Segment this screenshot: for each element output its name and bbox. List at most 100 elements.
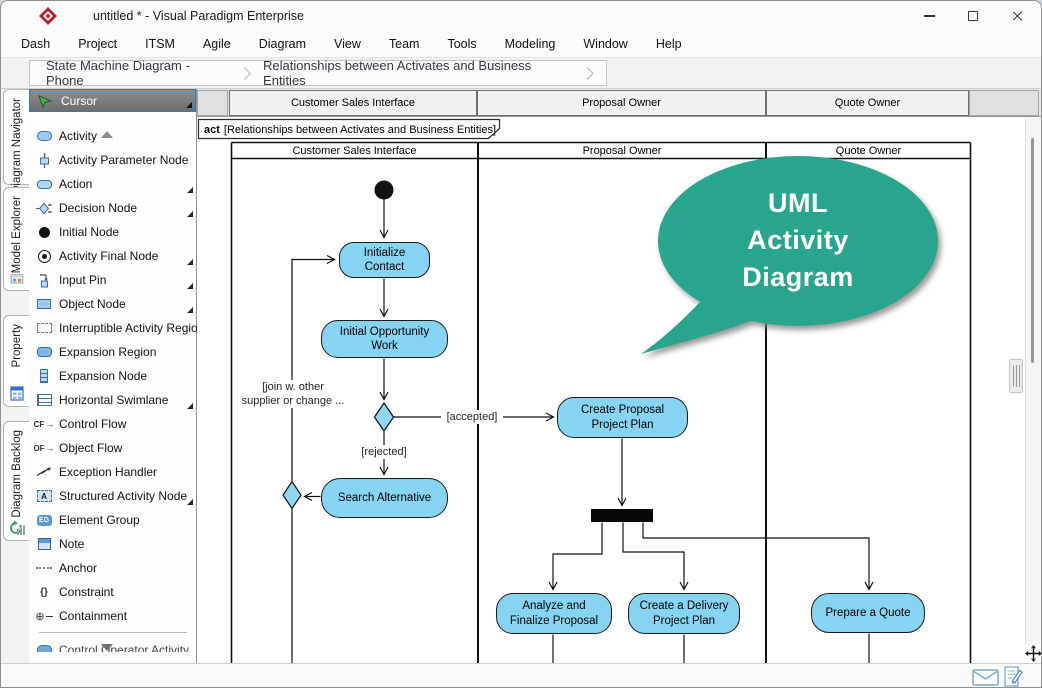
- frame-title: [Relationships between Activates and Bus…: [224, 124, 496, 136]
- menu-help[interactable]: Help: [642, 31, 696, 57]
- menu-modeling[interactable]: Modeling: [491, 31, 570, 57]
- menu-dash[interactable]: Dash: [7, 31, 64, 57]
- palette-item-anchor[interactable]: Anchor: [29, 556, 196, 580]
- input-pin-icon: [29, 273, 59, 288]
- menu-view[interactable]: View: [320, 31, 375, 57]
- palette-item-structured-activity-node[interactable]: A Structured Activity Node: [29, 484, 196, 508]
- activity-icon: [29, 131, 59, 141]
- horizontal-swimlane-icon: [29, 394, 59, 406]
- title-bar: untitled * - Visual Paradigm Enterprise: [1, 1, 1042, 31]
- mail-icon[interactable]: [972, 669, 999, 686]
- swimlane-header-proposal-owner[interactable]: Proposal Owner: [479, 144, 765, 157]
- maximize-icon: [968, 11, 978, 21]
- guard-label-rejected[interactable]: [rejected]: [355, 445, 413, 459]
- palette-item-decision-node[interactable]: Decision Node: [29, 196, 196, 220]
- palette-item-object-flow[interactable]: OF→ Object Flow: [29, 436, 196, 460]
- structured-activity-node-icon: A: [29, 490, 59, 502]
- activity-final-node-icon: [29, 250, 59, 263]
- action-prepare-a-quote[interactable]: Prepare a Quote: [811, 593, 925, 633]
- close-button[interactable]: [995, 1, 1039, 31]
- side-tab-strip: Diagram Navigator Model Explorer Propert…: [1, 89, 29, 663]
- palette-item-element-group[interactable]: EG Element Group: [29, 508, 196, 532]
- tab-diagram-backlog[interactable]: Diagram Backlog: [3, 421, 29, 541]
- palette-item-activity-final-node[interactable]: Activity Final Node: [29, 244, 196, 268]
- submenu-arrow-icon: [187, 259, 193, 265]
- callout-text[interactable]: UML Activity Diagram: [703, 185, 893, 296]
- submenu-arrow-icon: [187, 403, 193, 409]
- object-node-icon: [29, 299, 59, 309]
- palette-item-containment[interactable]: ⊕ Containment: [29, 604, 196, 628]
- submenu-arrow-icon: [187, 187, 193, 193]
- submenu-arrow-icon: [187, 499, 193, 505]
- swimlane-header-quote-owner[interactable]: Quote Owner: [767, 144, 970, 157]
- expansion-region-icon: [29, 347, 59, 357]
- chevron-right-icon: [581, 67, 594, 80]
- menu-itsm[interactable]: ITSM: [131, 31, 189, 57]
- containment-icon: ⊕: [29, 610, 59, 623]
- guard-label-join[interactable]: [join w. other supplier or change ...: [237, 380, 349, 408]
- tab-diagram-navigator[interactable]: Diagram Navigator: [3, 89, 29, 185]
- tab-property[interactable]: Property: [3, 315, 29, 407]
- expansion-node-icon: [29, 369, 59, 383]
- guard-label-accepted[interactable]: [accepted]: [441, 410, 503, 424]
- action-initialize-contact[interactable]: Initialize Contact: [339, 242, 430, 278]
- close-icon: [1011, 10, 1023, 22]
- model-explorer-icon: [9, 273, 25, 285]
- tab-model-explorer[interactable]: Model Explorer: [3, 187, 29, 291]
- palette-item-horizontal-swimlane[interactable]: Horizontal Swimlane: [29, 388, 196, 412]
- palette-item-interruptible-activity-region[interactable]: Interruptible Activity Region: [29, 316, 196, 340]
- menu-diagram[interactable]: Diagram: [245, 31, 320, 57]
- maximize-button[interactable]: [951, 1, 995, 31]
- fork-node[interactable]: [591, 509, 653, 522]
- palette-item-action[interactable]: Action: [29, 172, 196, 196]
- breadcrumb-item-current[interactable]: Relationships between Activates and Busi…: [263, 58, 569, 88]
- palette-item-control-flow[interactable]: CF→ Control Flow: [29, 412, 196, 436]
- initial-node-icon: [29, 227, 59, 238]
- action-analyze-and-finalize-proposal[interactable]: Analyze and Finalize Proposal: [496, 593, 612, 634]
- arrow-right-icon: →: [45, 419, 54, 429]
- diagram-backlog-icon: [8, 520, 25, 535]
- activity-parameter-node-icon: [29, 153, 59, 168]
- action-create-a-delivery-project-plan[interactable]: Create a Delivery Project Plan: [628, 593, 740, 634]
- activity-frame-label[interactable]: act [Relationships between Activates and…: [204, 122, 496, 137]
- toolbar-row: State Machine Diagram - Phone Relationsh…: [1, 57, 1042, 89]
- menu-team[interactable]: Team: [375, 31, 434, 57]
- ruler-lane-quote-owner[interactable]: Quote Owner: [766, 90, 969, 116]
- vertical-scrollbar-thumb[interactable]: [1031, 138, 1034, 363]
- visual-paradigm-logo-icon: [39, 7, 57, 25]
- menu-window[interactable]: Window: [569, 31, 641, 57]
- palette-item-exception-handler[interactable]: Exception Handler: [29, 460, 196, 484]
- swimlane-header-customer-sales-interface[interactable]: Customer Sales Interface: [232, 144, 477, 157]
- guard-label-join-line2: supplier or change ...: [237, 394, 349, 408]
- submenu-arrow-icon: [187, 307, 193, 313]
- palette-item-activity[interactable]: Activity: [29, 124, 196, 148]
- chevron-right-icon: [238, 67, 251, 80]
- menu-tools[interactable]: Tools: [433, 31, 490, 57]
- ruler-lane-customer-sales-interface[interactable]: Customer Sales Interface: [229, 90, 477, 116]
- palette-item-activity-parameter-node[interactable]: Activity Parameter Node: [29, 148, 196, 172]
- palette-item-cursor[interactable]: Cursor: [29, 89, 196, 112]
- control-operator-activity-icon: [29, 645, 59, 652]
- callout-line: UML: [703, 185, 893, 222]
- splitter-grip-icon[interactable]: [1009, 359, 1023, 393]
- action-search-alternative[interactable]: Search Alternative: [321, 478, 448, 518]
- palette-item-note[interactable]: Note: [29, 532, 196, 556]
- action-create-proposal-project-plan[interactable]: Create Proposal Project Plan: [557, 397, 688, 438]
- palette-item-input-pin[interactable]: Input Pin: [29, 268, 196, 292]
- palette-item-expansion-region[interactable]: Expansion Region: [29, 340, 196, 364]
- compose-document-icon[interactable]: [1004, 666, 1023, 688]
- pan-diagram-button[interactable]: [1024, 644, 1042, 663]
- breadcrumb-item-diagram[interactable]: State Machine Diagram - Phone: [46, 58, 226, 88]
- palette-item-object-node[interactable]: Object Node: [29, 292, 196, 316]
- action-initial-opportunity-work[interactable]: Initial Opportunity Work: [321, 320, 448, 358]
- minimize-button[interactable]: [907, 1, 951, 31]
- menu-agile[interactable]: Agile: [189, 31, 245, 57]
- exception-handler-icon: [29, 466, 59, 478]
- menu-project[interactable]: Project: [64, 31, 131, 57]
- element-group-icon: EG: [29, 515, 59, 526]
- ruler-lane-proposal-owner[interactable]: Proposal Owner: [477, 90, 766, 116]
- control-flow-icon: CF→: [29, 419, 59, 429]
- palette-item-constraint[interactable]: {} Constraint: [29, 580, 196, 604]
- palette-item-expansion-node[interactable]: Expansion Node: [29, 364, 196, 388]
- palette-item-initial-node[interactable]: Initial Node: [29, 220, 196, 244]
